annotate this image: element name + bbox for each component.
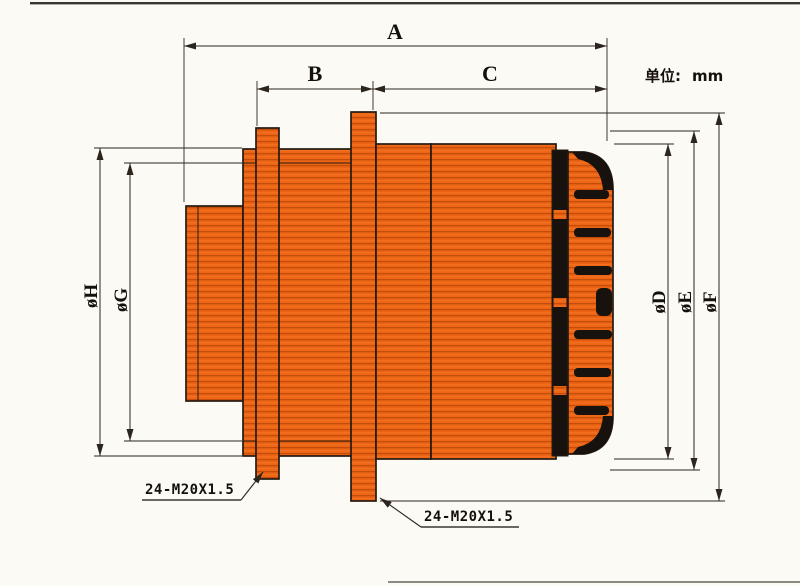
dim-phi-g-label: øG — [111, 288, 132, 313]
fin-gap — [574, 228, 611, 237]
unit-note-label: 单位: — [645, 67, 681, 85]
dim-phi-g: øG — [111, 162, 242, 442]
fin-gap — [574, 406, 609, 415]
dim-phi-f-label: øF — [700, 291, 721, 312]
dim-phi-h: øH — [81, 147, 242, 457]
scan-artifact-top-line — [30, 2, 800, 5]
dimensions: A B C øH øG — [81, 19, 725, 502]
dim-phi-d-label: øD — [649, 290, 670, 313]
dim-phi-f: øF — [380, 112, 725, 502]
dim-a-label: A — [387, 19, 403, 44]
dim-phi-e: øE — [610, 130, 700, 471]
assembly-drawing — [185, 111, 614, 502]
dim-phi-d: øD — [614, 143, 674, 460]
scan-artifact-bottom-line — [388, 581, 800, 583]
end-cap-top-seal — [572, 152, 613, 190]
bolt-spec-rear-label: 24-M20X1.5 — [424, 509, 513, 525]
bolt-annotations: 24-M20X1.5 24-M20X1.5 — [142, 471, 519, 528]
end-cap-bottom-seal — [572, 416, 613, 454]
seal-gap — [553, 298, 567, 307]
seal-gap — [553, 386, 567, 395]
bolt-spec-rear-leader — [379, 497, 422, 528]
dim-b-label: B — [308, 61, 323, 86]
motor-front-housing — [375, 143, 432, 460]
bolt-callout-front: 24-M20X1.5 — [142, 471, 264, 501]
dim-a: A — [183, 19, 608, 202]
fin-gap — [574, 368, 611, 377]
bolt-spec-front-label: 24-M20X1.5 — [145, 482, 234, 498]
fin-gap — [574, 266, 612, 275]
unit-note-value: mm — [692, 67, 723, 85]
motor-main-housing — [430, 143, 557, 460]
rear-mounting-flange — [350, 111, 377, 502]
unit-note: 单位: mm — [645, 67, 723, 85]
dim-c: C — [373, 61, 607, 93]
dim-c-label: C — [482, 61, 498, 86]
shaft-hub — [185, 205, 244, 402]
end-cap-port — [596, 288, 612, 316]
seal-gap — [553, 210, 567, 219]
front-mounting-flange — [255, 127, 280, 480]
fin-gap — [574, 330, 612, 339]
bolt-callout-rear: 24-M20X1.5 — [379, 497, 519, 528]
fin-gap — [574, 190, 609, 199]
bolt-spec-front-leader — [240, 471, 264, 501]
dim-phi-e-label: øE — [675, 291, 696, 313]
dim-phi-h-label: øH — [81, 284, 102, 309]
